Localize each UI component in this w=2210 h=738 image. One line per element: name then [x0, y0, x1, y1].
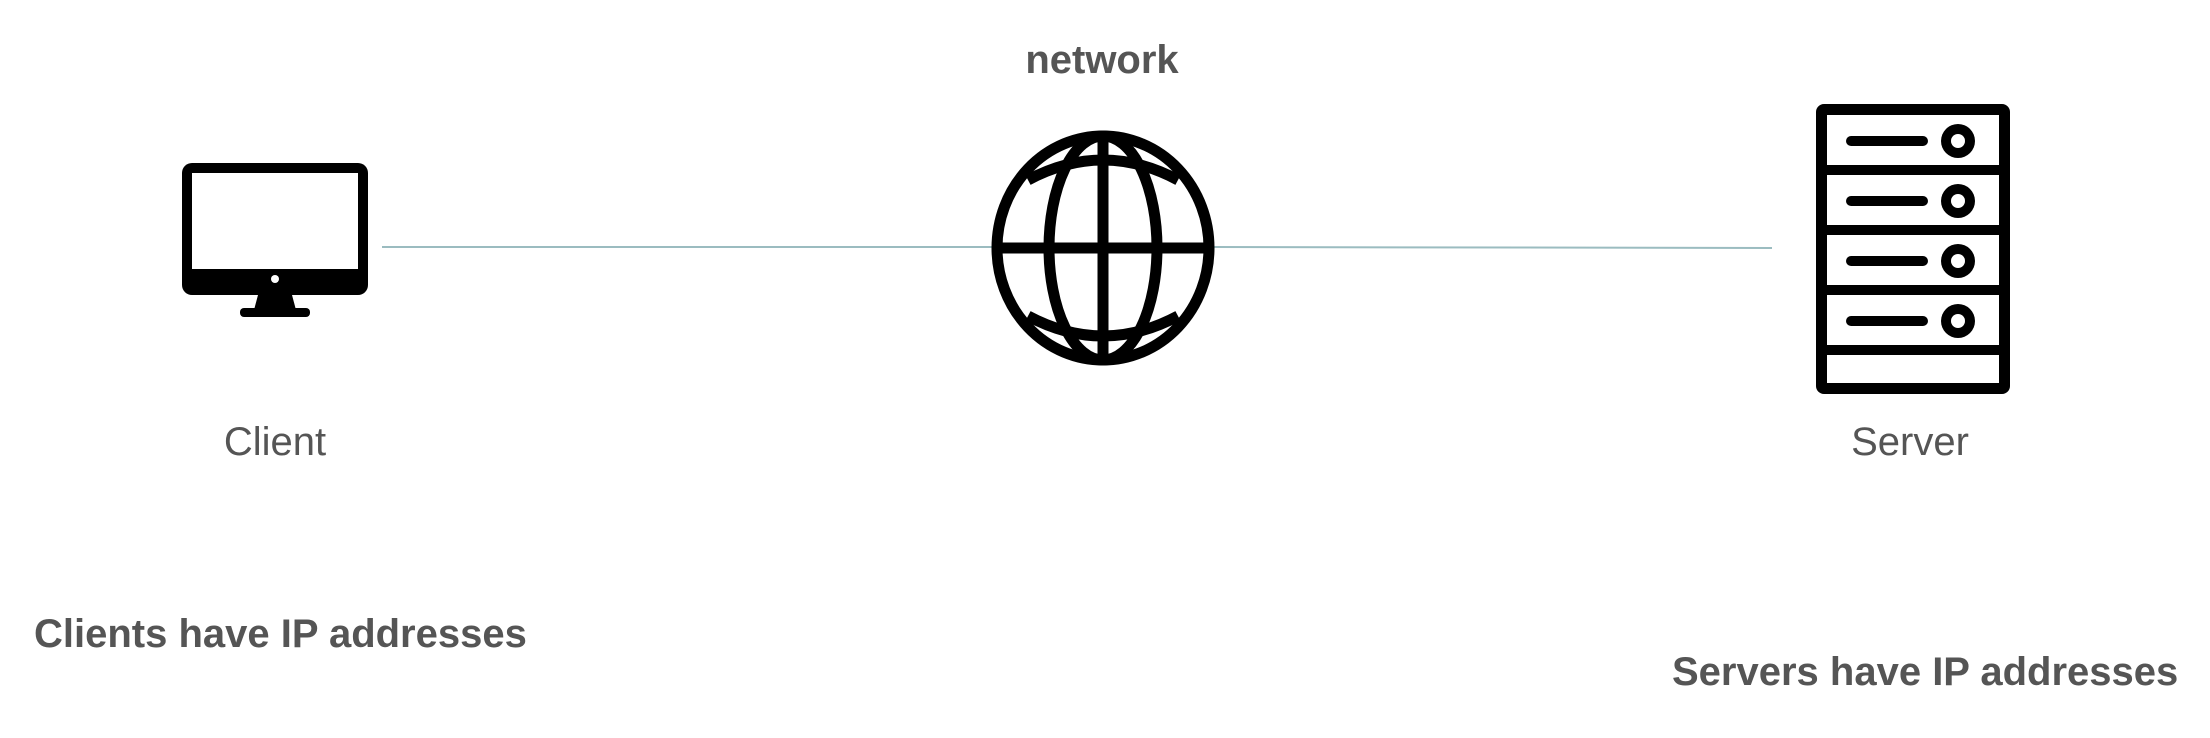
server-label: Server: [1851, 420, 1969, 464]
client-ip-note: Clients have IP addresses: [34, 612, 527, 656]
client-label: Client: [223, 420, 327, 464]
server-rack-icon: [1816, 104, 2010, 394]
globe-icon: [991, 130, 1215, 366]
network-server-connector: [1213, 246, 1773, 249]
server-ip-note: Servers have IP addresses: [1672, 650, 2179, 694]
monitor-icon: [182, 163, 368, 317]
network-label: network: [1025, 38, 1179, 82]
